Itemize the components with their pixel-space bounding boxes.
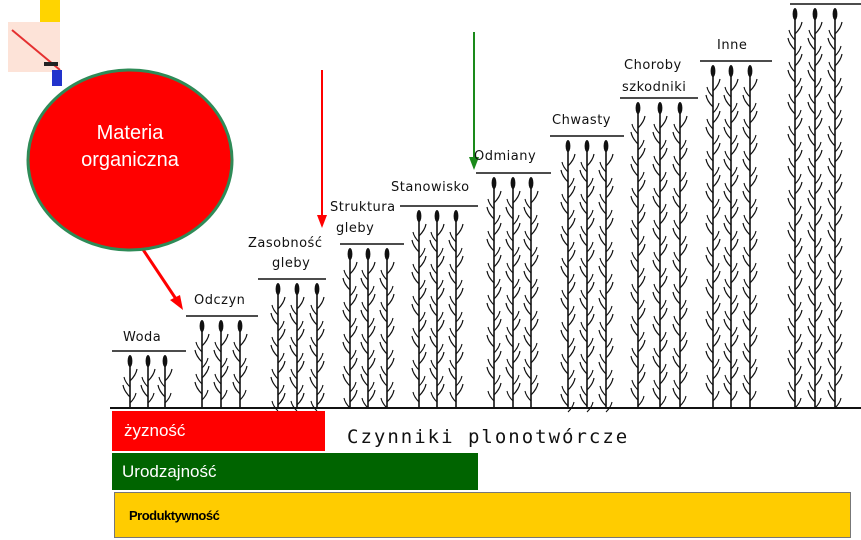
plant — [580, 140, 594, 412]
plant — [788, 8, 802, 408]
bar-produktywnosc-label: Produktywność — [129, 508, 219, 523]
plant — [310, 283, 324, 411]
plant — [524, 177, 538, 407]
plant — [361, 248, 375, 408]
bar-urodzajnosc: Urodzajność — [112, 453, 478, 490]
factor-label-zasobnosc-gleby: gleby — [272, 256, 310, 272]
factor-label-odczyn: Odczyn — [194, 293, 245, 309]
plant — [808, 8, 822, 408]
plant — [233, 320, 247, 407]
plant — [214, 320, 228, 407]
plant — [706, 65, 720, 407]
bar-urodzajnosc-label: Urodzajność — [122, 462, 217, 482]
factor-label-choroby: Choroby — [624, 58, 682, 74]
plant — [343, 248, 357, 408]
bar-produktywnosc: Produktywność — [114, 492, 851, 538]
red-arrow-to-odczyn — [140, 245, 180, 305]
factor-label-struktura-gleby: gleby — [336, 221, 374, 237]
bubble-text-line1: Materia — [40, 120, 220, 147]
plant — [724, 65, 738, 407]
plant-groups — [123, 8, 842, 412]
plant — [506, 177, 520, 407]
bar-zyznosc-label: żyzność — [124, 421, 185, 441]
plant — [195, 320, 209, 407]
plant — [561, 140, 575, 412]
factor-label-szkodniki: szkodniki — [622, 80, 686, 96]
plant — [631, 102, 645, 407]
plant — [380, 248, 394, 408]
factor-label-struktura: Struktura — [330, 200, 396, 216]
plant — [487, 177, 501, 407]
plant — [158, 355, 172, 407]
plant — [412, 210, 426, 407]
plant — [599, 140, 613, 412]
plant — [673, 102, 687, 407]
plant — [653, 102, 667, 407]
plant — [449, 210, 463, 407]
plant — [290, 283, 304, 411]
red-arrow-to-odczyn-head — [170, 295, 183, 310]
bubble-text: Materia organiczna — [40, 120, 220, 174]
factor-label-inne: Inne — [717, 38, 747, 54]
axis-label-czynniki: Czynniki plonotwórcze — [347, 426, 629, 448]
plant — [828, 8, 842, 408]
plant — [430, 210, 444, 407]
slide-corner-decoration — [8, 0, 62, 86]
plant — [271, 283, 285, 411]
bar-zyznosc: żyzność — [112, 411, 325, 451]
factor-label-chwasty: Chwasty — [552, 113, 611, 129]
plant — [123, 355, 137, 407]
factor-label-stanowisko: Stanowisko — [391, 180, 470, 196]
factor-label-zasobnosc: Zasobność — [248, 236, 322, 252]
plant — [743, 65, 757, 407]
bubble-text-line2: organiczna — [40, 147, 220, 174]
factor-label-woda: Woda — [123, 330, 161, 346]
plant — [141, 355, 155, 407]
red-arrow-to-struktura-head — [317, 215, 327, 228]
factor-label-odmiany: Odmiany — [474, 149, 536, 165]
